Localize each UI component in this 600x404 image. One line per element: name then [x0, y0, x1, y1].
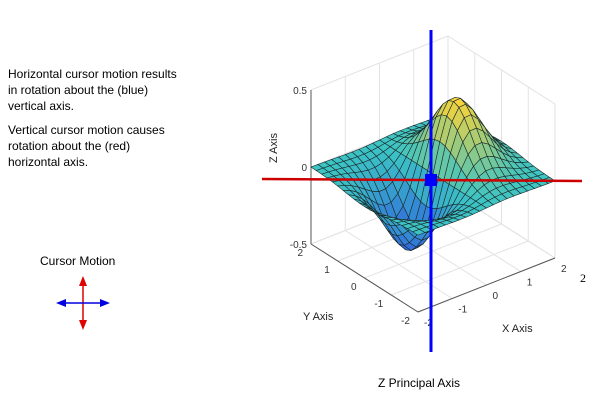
y-tick-label: -2: [401, 316, 410, 327]
x-tick-label: -1: [458, 305, 467, 316]
x-tick-label: 0: [493, 291, 499, 302]
cursor-motion-label: Cursor Motion: [40, 254, 116, 268]
vertical-motion-instruction: Vertical cursor motion causes rotation a…: [8, 123, 165, 169]
x-tick-label: -2: [424, 318, 433, 329]
y-tick-label: 0: [351, 282, 357, 293]
y-axis-label: Y Axis: [303, 311, 334, 323]
x-tick-label: 1: [527, 278, 533, 289]
y-tick-label: -1: [374, 299, 383, 310]
stray-label: 2: [580, 271, 586, 285]
z-tick-label: 0: [301, 163, 307, 174]
x-tick-label: 2: [561, 264, 567, 275]
z-tick-label: 0.5: [293, 86, 307, 97]
y-tick-label: 1: [324, 265, 330, 276]
horizontal-rotation-axis[interactable]: [261, 177, 583, 183]
x-axis-label: X Axis: [502, 323, 533, 335]
y-tick-label: 2: [297, 248, 303, 259]
surface-mesh: [310, 97, 556, 251]
principal-axis-label: Z Principal Axis: [378, 376, 461, 390]
grid-line: [310, 35, 556, 105]
surface-patch: [411, 228, 426, 236]
z-axis-label: Z Axis: [268, 133, 280, 163]
z-tick-label: -0.5: [290, 240, 308, 251]
axis-line: [417, 257, 556, 313]
axis-ticks: -0.5 0 0.5 -2 -1 0 1 2 -2 -1 0 1 2: [290, 86, 567, 329]
rotation-center-handle[interactable]: [425, 174, 437, 186]
cursor-motion-icon: [56, 276, 110, 330]
axis-line: [310, 243, 419, 313]
grid-line: [364, 223, 502, 279]
horizontal-motion-instruction: Horizontal cursor motion results in rota…: [8, 67, 177, 113]
